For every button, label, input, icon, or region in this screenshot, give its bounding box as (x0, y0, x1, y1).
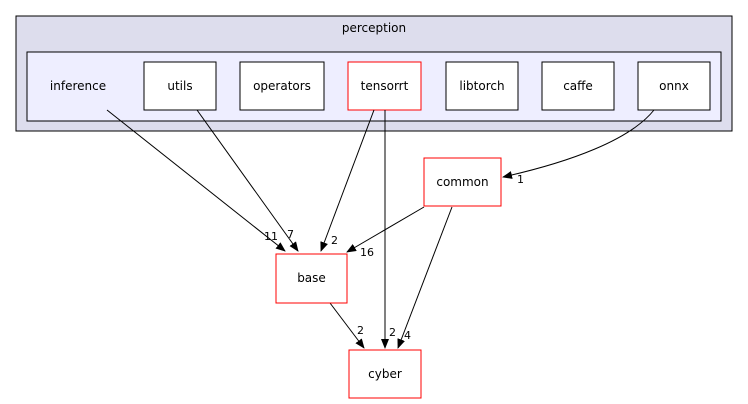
node-tensorrt[interactable]: tensorrt (347, 61, 422, 111)
node-onnx[interactable]: onnx (637, 61, 711, 111)
node-operators-label: operators (253, 79, 311, 93)
edge-tensorrt-base (320, 109, 375, 252)
edge-base-cyber (329, 302, 365, 349)
edge-label-onnx-common: 1 (517, 173, 524, 186)
node-tensorrt-label: tensorrt (361, 79, 409, 93)
edge-common-cyber (397, 206, 453, 349)
node-caffe[interactable]: caffe (541, 61, 615, 111)
edge-label-utils-base: 7 (287, 228, 294, 241)
node-common[interactable]: common (423, 157, 502, 207)
edge-label-tensorrt-base: 2 (331, 234, 338, 247)
edge-label-tensorrt-cyber: 2 (389, 326, 396, 339)
edge-onnx-common (502, 109, 655, 179)
node-libtorch-label: libtorch (459, 79, 504, 93)
node-utils-label: utils (167, 79, 192, 93)
edge-label-base-cyber: 2 (357, 324, 364, 337)
node-operators[interactable]: operators (239, 61, 325, 111)
node-libtorch[interactable]: libtorch (445, 61, 519, 111)
edge-label-common-cyber: 4 (404, 329, 411, 342)
node-utils[interactable]: utils (143, 61, 217, 111)
node-cyber-label: cyber (368, 367, 402, 381)
node-cyber[interactable]: cyber (348, 349, 422, 399)
node-caffe-label: caffe (563, 79, 593, 93)
node-base-label: base (297, 271, 326, 285)
node-base[interactable]: base (275, 253, 348, 304)
edge-common-base (346, 206, 425, 253)
node-common-label: common (436, 175, 488, 189)
node-onnx-label: onnx (659, 79, 689, 93)
edge-label-inference-base: 11 (264, 230, 278, 243)
inference-label: inference (50, 79, 106, 93)
edge-label-common-base: 16 (360, 246, 374, 259)
edge-utils-base (196, 109, 299, 252)
edge-inference-base (106, 109, 286, 252)
perception-title: perception (342, 21, 406, 35)
